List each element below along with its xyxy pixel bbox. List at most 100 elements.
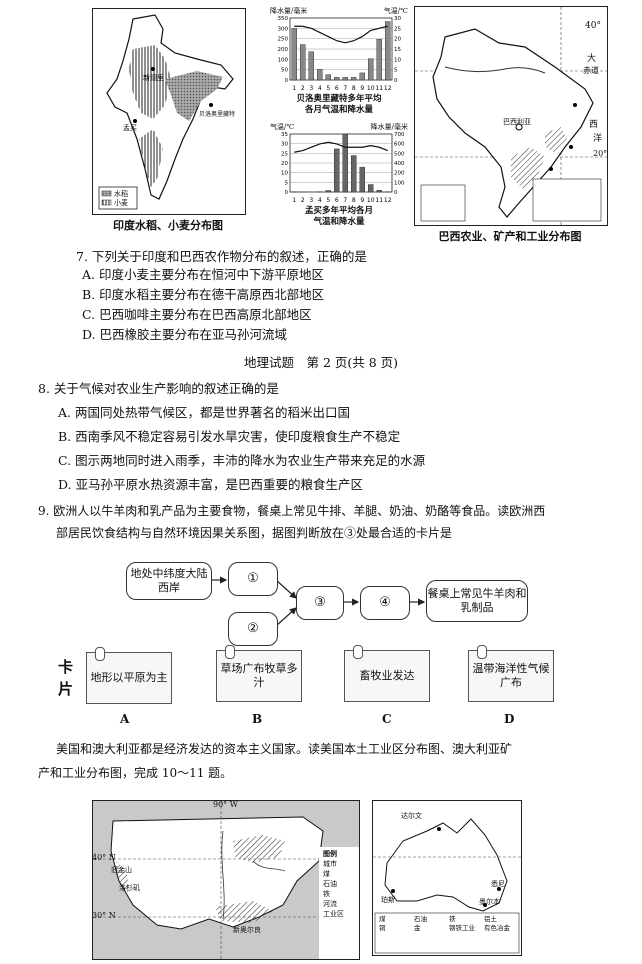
chart-tick-label: 3 [309,197,313,204]
chart-bar [367,58,374,81]
card-d-label: D [504,712,515,726]
intro-line1: 美国和澳大利亚都是经济发达的资本主义国家。读美国本土工业区分布图、澳大利亚矿 [56,742,513,756]
chart-tick-label: 9 [360,197,364,204]
chart-left-tick: 50 [281,68,288,74]
q8-option-c[interactable]: C. 图示两地同时进入雨季，丰沛的降水为农业生产带来充足的水源 [58,453,426,468]
card-a-label: A [120,712,130,726]
q9-stem-line2: 部居民饮食结构与自然环境因果关系图，据图判断放在③处最合适的卡片是 [56,526,453,540]
chart-left-tick: 300 [278,26,289,32]
chart2-right-axis-title: 降水量/毫米 [370,123,408,131]
chart-right-tick: 30 [394,16,401,22]
usa-city-label: 洛杉矶 [119,884,140,892]
india-legend-wheat: 小麦 [114,199,128,207]
brazil-lon-label: 40° [585,21,601,31]
chart-bar [367,184,374,193]
chart-tick-label: 10 [367,85,375,92]
chart-bar [333,77,340,81]
q7-option-d[interactable]: D. 巴西橡胶主要分布在亚马孙河流域 [82,327,288,342]
q7-stem: 7. 下列关于印度和巴西农作物分布的叙述，正确的是 [76,249,367,264]
q8-option-b[interactable]: B. 西南季风不稳定容易引发水旱灾害，使印度粮食生产不稳定 [58,429,401,444]
chart-bar [350,155,357,193]
chart-temperature-line [294,25,388,44]
chart-tick-label: 3 [309,85,313,92]
flow-node-3: ③ [296,586,344,620]
chart-bar [384,21,391,81]
aus-legend-item: 石油 [414,915,427,923]
usa-lon-label: 90° W [213,800,238,809]
chart-left-tick: 200 [278,47,289,53]
india-legend-rice: 水稻 [114,190,128,198]
q9-stem-line1: 9. 欧洲人以牛羊肉和乳产品为主要食物，餐桌上常见牛排、羊腿、奶油、奶酪等食品。… [38,504,546,518]
q8-option-a[interactable]: A. 两国同处热带气候区，都是世界著名的稻米出口国 [58,405,350,420]
flow-node-1: ① [228,562,278,596]
q7-option-b[interactable]: B. 印度水稻主要分布在德干高原西北部地区 [82,287,325,302]
flow-start-box: 地处中纬度大陆西岸 [126,562,212,600]
australia-map-drawing [373,818,521,954]
card-d[interactable]: 温带海洋性气候广布 [468,645,554,702]
india-map: 新德里 孟买 贝洛奥里藏特 水稻 小麦 [92,8,246,215]
brazil-ocean-label: 西 [589,120,599,130]
chart-tick-label: 8 [352,197,356,204]
chart-tick-label: 4 [318,197,322,204]
brazil-ocean-label: 洋 [593,134,603,144]
page-footer: 地理试题 第 2 页(共 8 页) [243,355,399,370]
chart-tick-label: 1 [292,85,296,92]
chart-right-tick: 500 [394,151,405,157]
chart-left-tick: 35 [281,132,288,138]
chart-right-tick: 200 [394,171,405,177]
aus-city-label: 达尔文 [401,812,422,820]
intro-line2: 产和工业分布图，完成 10～11 题。 [38,766,233,780]
chart1-caption-line1: 贝洛奥里藏特多年平均 [296,94,382,104]
chart-left-tick: 350 [278,16,289,22]
chart-tick-label: 2 [301,85,305,92]
chart-tick-label: 6 [335,85,339,92]
card-c[interactable]: 畜牧业发达 [344,645,430,702]
chart-tick-label: 12 [384,85,392,92]
chart-tick-label: 10 [367,197,375,204]
q9-flow-diagram: 地处中纬度大陆西岸 ① ② ③ ④ 餐桌上常见牛羊肉和乳制品 [92,556,562,646]
aus-city-label: 悉尼 [491,880,505,888]
usa-lat30-label: 30° N [92,911,116,920]
chart-right-tick: 700 [394,132,405,138]
card-a[interactable]: 地形以平原为主 [86,647,172,704]
chart-bar [359,166,365,193]
chart2-left-axis-title: 气温/℃ [270,123,295,131]
chart-bar [308,51,315,81]
chart-tick-label: 11 [375,197,383,204]
flow-end-box: 餐桌上常见牛羊肉和乳制品 [426,580,528,622]
chart-left-tick: 10 [281,171,288,177]
chart-tick-label: 4 [318,85,322,92]
chart-left-tick: 0 [285,78,289,84]
brazil-map: 40° 大 赤道 西 洋 20° 巴西利亚 [414,6,608,226]
brazil-map-drawing [415,7,607,225]
chart-tick-label: 8 [352,85,356,92]
chart-bar [350,77,357,81]
q7-option-a[interactable]: A. 印度小麦主要分布在恒河中下游平原地区 [82,267,324,282]
australia-map: 达尔文 珀斯 悉尼 墨尔本 煤 石油 铁 铝土 铜 金 钢铁工业 有色冶金 [372,800,522,956]
chart-right-tick: 10 [394,57,401,63]
q7-option-c[interactable]: C. 巴西咖啡主要分布在巴西高原北部地区 [82,307,312,322]
usa-legend: 图例 城市 煤 石油 铁 河流 工业区 [323,849,359,919]
q8-option-d[interactable]: D. 亚马孙平原水热资源丰富，是巴西重要的粮食生产区 [58,477,364,492]
aus-legend-item: 钢铁工业 [449,924,475,932]
chart-right-tick: 100 [394,180,405,186]
chart-tick-label: 2 [301,197,305,204]
chart-left-tick: 20 [281,161,288,167]
chart-left-tick: 30 [281,142,288,148]
chart-left-tick: 0 [285,190,289,196]
flow-node-4: ④ [360,586,410,620]
aus-legend-item: 煤 [379,915,386,923]
usa-legend-item: 煤 [323,870,330,878]
usa-city-label: 新奥尔良 [233,926,261,934]
chart1-caption-line2: 各月气温和降水量 [304,105,373,115]
brazil-city-label: 巴西利亚 [503,118,531,126]
chart-right-tick: 20 [394,37,401,43]
card-b[interactable]: 草场广布牧草多汁 [216,645,302,702]
chart2-caption-line1: 孟买多年平均各月 [304,206,373,216]
chart-bar [325,190,332,193]
usa-lat40-label: 40° N [92,853,116,862]
